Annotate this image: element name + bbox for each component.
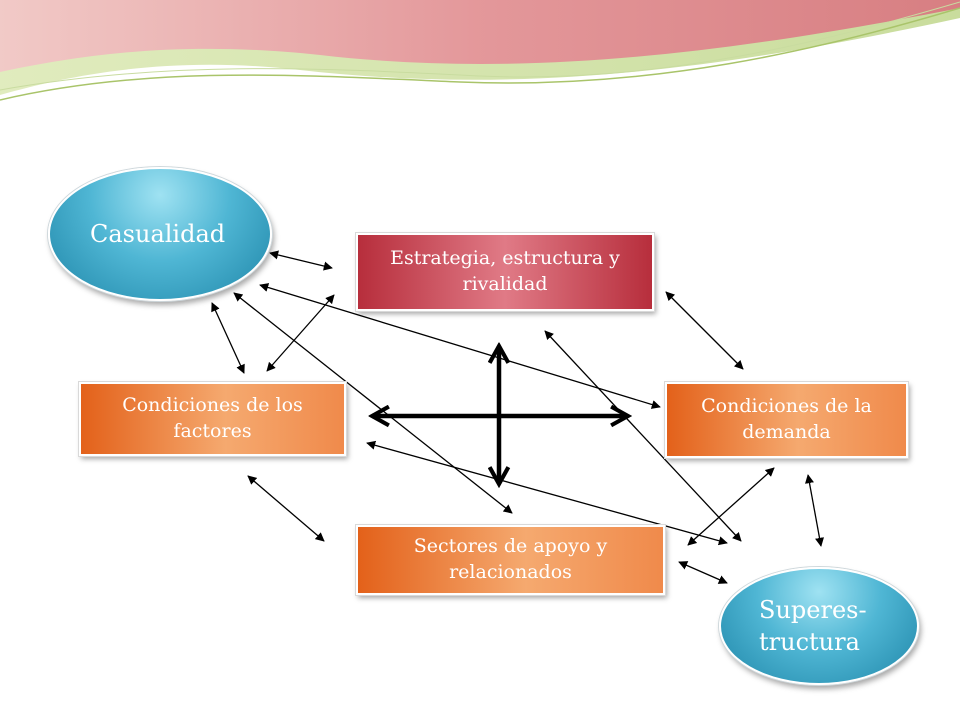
arrow-demanda-superestructura — [804, 474, 825, 547]
node-estrategia-label: Estrategia, estructura y rivalidad — [390, 247, 620, 295]
node-demanda: Condiciones de la demanda — [665, 382, 908, 458]
node-factores-label: Condiciones de los factores — [122, 394, 303, 442]
node-casualidad: Casualidad — [48, 167, 272, 301]
arrow-factores-superestructura — [366, 440, 728, 546]
arrow-casualidad-estrategia — [269, 250, 333, 271]
arrow-casualidad-factores — [211, 302, 245, 374]
node-demanda-label: Condiciones de la demanda — [701, 395, 872, 443]
node-sectores: Sectores de apoyo y relacionados — [356, 525, 665, 595]
arrow-estrategia-demanda — [665, 291, 744, 370]
node-sectores-label: Sectores de apoyo y relacionados — [413, 535, 608, 583]
node-estrategia: Estrategia, estructura y rivalidad — [356, 233, 654, 311]
node-factores: Condiciones de los factores — [79, 382, 346, 456]
arrow-demanda-sectores — [687, 467, 775, 546]
node-superestructura: Superes- tructura — [719, 567, 919, 685]
node-superestructura-label: Superes- tructura — [759, 595, 867, 656]
node-casualidad-label: Casualidad — [90, 219, 226, 248]
arrow-factores-sectores — [247, 475, 325, 542]
arrow-factores-estrategia — [266, 294, 335, 372]
arrow-sectores-superestructura — [678, 561, 728, 584]
